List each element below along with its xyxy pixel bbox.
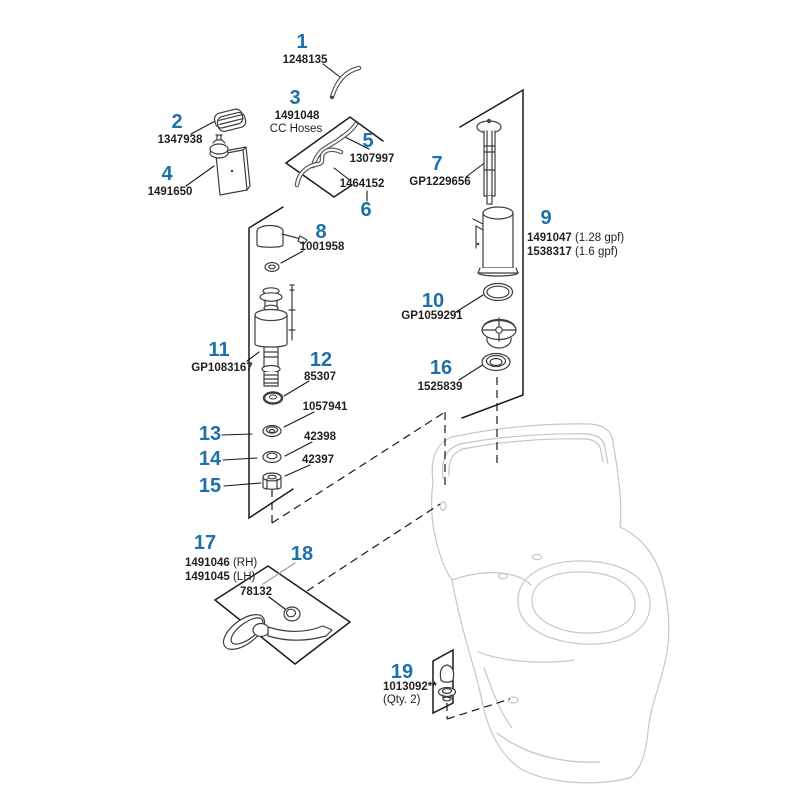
part-number-6: 1464152 [339,178,385,190]
part-number-7: GP1229656 [409,176,471,188]
part-number-14: 42397 [302,454,334,466]
callout-17: 17 [193,532,217,554]
part-number-1057941: 1057941 [302,401,348,413]
part-number-5: 1307997 [349,153,395,165]
callout-13: 13 [198,423,222,445]
fill-valve-11-drawing [254,284,296,387]
trip-lever-17-drawing [222,614,333,650]
callout-15: 15 [198,475,222,497]
part-number-13: 42398 [304,431,336,443]
canister-9-drawing [472,206,519,277]
hose-1-drawing [329,65,362,100]
bolt-cap-19-drawing [437,664,457,702]
bolt-cap-frame [432,648,454,715]
callout-11: 11 [208,339,230,361]
hose-6-drawing [294,147,344,188]
callout-4: 4 [161,163,173,185]
part-number-12: 85307 [304,371,336,383]
callout-1: 1 [296,31,308,53]
oring-10-drawing [482,282,514,302]
callout-2: 2 [171,111,183,133]
callout-12: 12 [309,349,333,371]
nut-42397-drawing [262,472,282,490]
part-number-17-rh: 1491046 (RH) [185,557,258,569]
group-leader-lines [185,63,488,610]
callout-5: 5 [362,130,374,152]
callout-9: 9 [540,207,552,229]
group-frames [213,88,524,715]
leader-18 [262,562,296,585]
flush-valve-frame [459,88,524,419]
part-number-18: 78132 [240,586,272,598]
nut-78132-drawing [283,606,301,622]
part-number-10: GP1059291 [401,310,463,322]
part-number-11: GP1083167 [191,362,253,374]
button-2-drawing [213,108,247,132]
washer-1057941-drawing [262,424,282,438]
callout-10: 10 [421,290,445,312]
toilet-outline-drawing [431,423,670,784]
actuator-4-drawing [209,134,251,196]
washer-42398-drawing [262,450,282,464]
callout-18: 18 [290,543,314,565]
callout-8: 8 [315,221,327,243]
fill-valve-frame [248,206,294,520]
callout-7: 7 [431,153,443,175]
trip-lever-frame [213,565,352,665]
valve-seat-drawing [481,317,517,349]
gasket-16-drawing [481,352,511,372]
part-note-3: CC Hoses [269,123,323,135]
part-number-9-128gpf: 1491047 (1.28 gpf) [527,232,625,244]
flush-valve-7-drawing [476,118,502,205]
cap-8-drawing [256,224,308,273]
part-number-19: 1013092** [383,681,437,693]
group-part-drawings [209,65,519,702]
callout-14: 14 [198,448,222,470]
group-dashed-lines [271,377,511,720]
hoses-frame [284,116,384,198]
part-number-4: 1491650 [147,186,193,198]
part-number-8: 1001958 [299,241,345,253]
part-number-2: 1347938 [157,134,203,146]
callout-19: 19 [390,661,414,683]
washer-12-drawing [262,391,284,405]
part-note-19: (Qty. 2) [383,694,421,706]
callout-16: 16 [429,357,453,379]
callout-3: 3 [289,87,301,109]
part-number-9-16gpf: 1538317 (1.6 gpf) [527,246,618,258]
part-number-17-lh: 1491045 (LH) [185,571,256,583]
part-number-16: 1525839 [417,381,463,393]
callout-6: 6 [360,199,372,221]
part-number-1: 1248135 [282,54,328,66]
part-number-3: 1491048 [274,110,320,122]
